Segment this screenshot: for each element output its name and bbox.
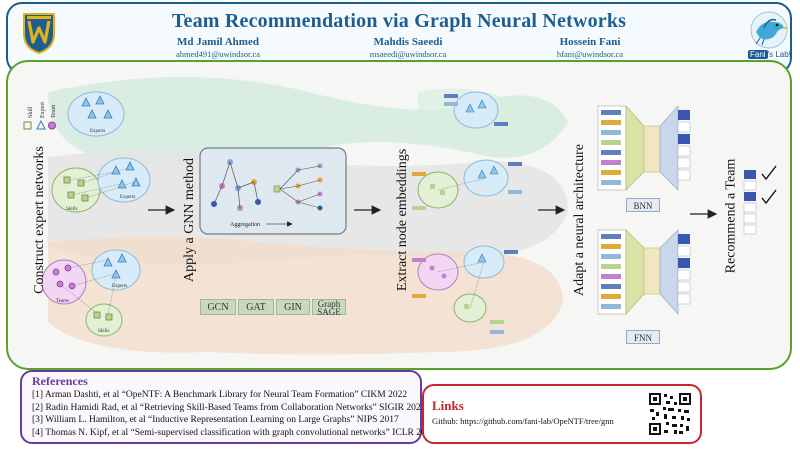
lab-logo-text: Fani: [748, 50, 768, 59]
references-heading: References: [32, 374, 88, 388]
backdrop-blob: [48, 77, 568, 166]
author-name: Hossein Fani: [559, 36, 621, 48]
check-icon: [761, 165, 777, 181]
gnn-method-gin: GIN: [276, 299, 310, 315]
author-name: Md Jamil Ahmed: [177, 36, 259, 48]
university-crest-icon: [23, 13, 55, 54]
bird-icon: [750, 11, 789, 49]
graph-label-teams: Teams: [56, 299, 69, 304]
reference-item: [1] Arman Dashti, et al “OpeNTF: A Bench…: [32, 390, 408, 400]
gnn-method-graphsage-line2: SAGE: [317, 307, 341, 317]
author-3: Hossein Fani hfani@uwindsor.ca: [490, 36, 690, 60]
reference-item: [4] Thomas N. Kipf, et al “Semi-supervis…: [32, 427, 436, 438]
expert-legend-icon: [36, 119, 46, 130]
author-1: Md Jamil Ahmed ahmed491@uwindsor.ca: [118, 36, 318, 60]
team-legend-icon: [48, 121, 56, 130]
graph-label-skills: Skills: [66, 207, 77, 212]
team-expert-skill-graph: Teams Experts Skills: [41, 249, 141, 337]
author-email: ahmed491@uwindsor.ca: [175, 49, 261, 59]
references-box: References [1] Arman Dashti, et al “OpeN…: [20, 370, 436, 444]
author-2: Mahdis Saeedi msaeedi@uwindsor.ca: [308, 36, 508, 60]
expert-graph-top: Experts: [67, 91, 125, 137]
bnn-label: BNN: [626, 198, 660, 212]
references-list: [1] Arman Dashti, et al “OpeNTF: A Bench…: [32, 389, 436, 439]
team-legend-label: Team: [51, 104, 57, 118]
skill-legend-label: Skill: [28, 106, 34, 118]
graph-label-experts: Experts: [112, 284, 127, 289]
graph-label-experts: Experts: [120, 195, 135, 200]
step-extract-embeddings: Extract node embeddings: [395, 148, 411, 292]
aggregation-label: Aggregation: [230, 222, 260, 228]
links-heading: Links: [432, 398, 464, 413]
graph-label-skills: Skills: [98, 329, 109, 334]
pipeline-figure: Skill Expert Team Experts Skills Experts: [23, 77, 777, 355]
step-recommend-team: Recommend a Team: [723, 158, 739, 274]
pipeline-panel: Skill Expert Team Experts Skills Experts: [6, 60, 792, 370]
gnn-method-graphsage: Graph SAGE: [312, 299, 346, 317]
node-embeddings: [412, 88, 522, 334]
qr-code-icon[interactable]: [648, 392, 692, 436]
gnn-method-gcn: GCN: [200, 299, 236, 315]
gnn-method-gat: GAT: [238, 299, 274, 315]
skill-expert-graph: Skills Experts: [51, 157, 151, 213]
github-link[interactable]: Github: https://github.com/fani-lab/OpeN…: [432, 416, 614, 426]
check-icon: [761, 189, 777, 205]
gnn-method-graphsage-line1: Graph: [317, 299, 341, 309]
step-adapt-architecture: Adapt a neural architecture: [571, 144, 587, 296]
step-construct-networks: Construct expert networks: [31, 146, 47, 294]
poster-title: Team Recommendation via Graph Neural Net…: [171, 10, 627, 32]
reference-item: [2] Radin Hamidi Rad, et al “Retrieving …: [32, 402, 426, 413]
graph-label-experts: Experts: [90, 129, 105, 134]
bnn-architecture: [597, 105, 691, 191]
gnn-method-box: Aggregation: [199, 147, 347, 235]
fnn-architecture: [597, 229, 691, 315]
skill-legend-icon: [23, 121, 32, 130]
team-output: [743, 165, 777, 235]
lab-logo-text: 's Lab!: [767, 50, 791, 59]
fnn-label: FNN: [626, 330, 660, 344]
expert-legend-label: Expert: [40, 102, 46, 118]
author-name: Mahdis Saeedi: [373, 36, 443, 48]
step-apply-gnn: Apply a GNN method: [182, 157, 198, 283]
author-email: hfani@uwindsor.ca: [556, 49, 624, 59]
reference-item: [3] William L. Hamilton, et al “Inductiv…: [32, 415, 399, 425]
author-email: msaeedi@uwindsor.ca: [369, 49, 447, 59]
fani-lab-logo: Fani's Lab!: [746, 10, 792, 64]
